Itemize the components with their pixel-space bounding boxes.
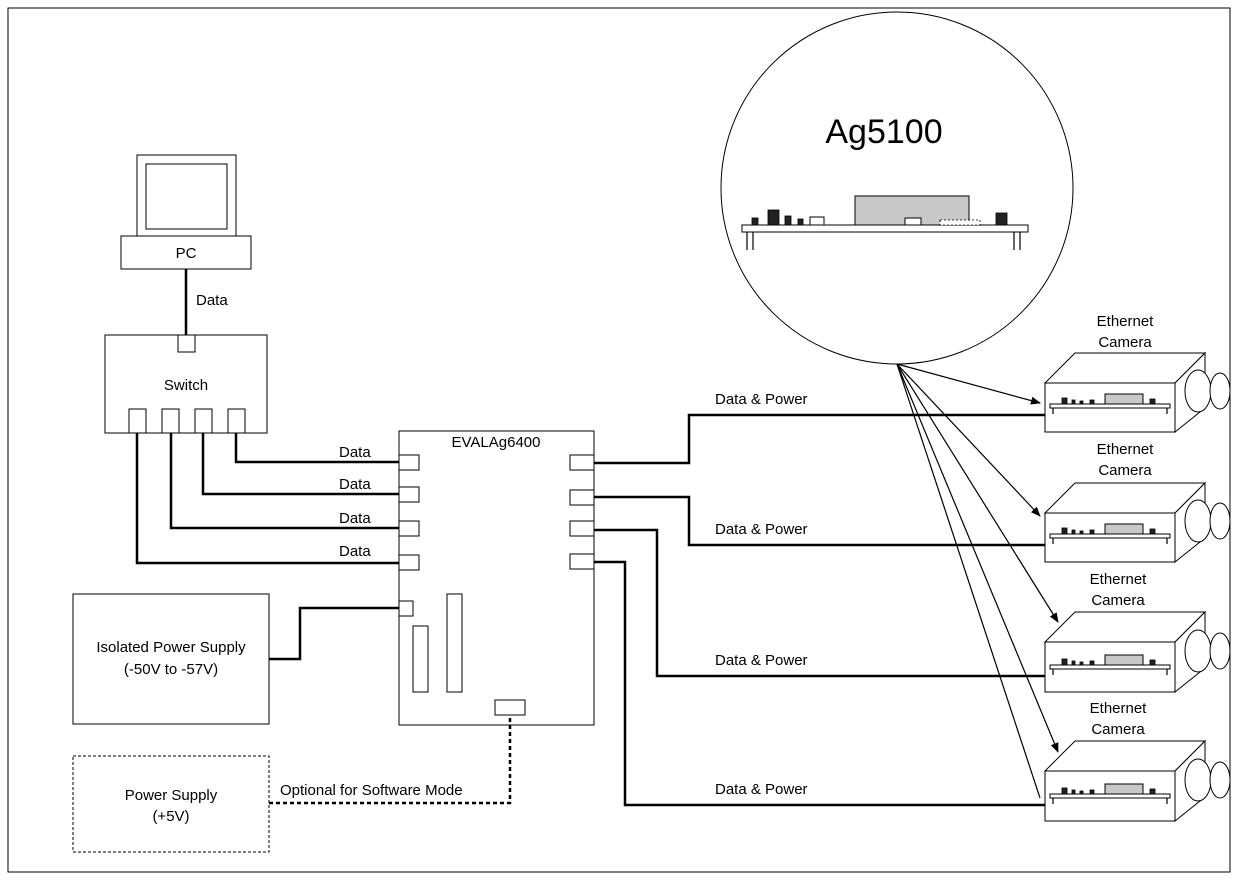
power-supply-box — [72, 755, 270, 853]
callout-arrow-2 — [896, 363, 1041, 517]
switch-label: Switch — [164, 377, 208, 394]
isolated-power-supply-range: (-50V to -57V) — [124, 661, 218, 678]
camera-lens — [1184, 499, 1212, 543]
eval-board-label: EVALAg6400 — [452, 434, 541, 451]
switch-eval-link-3 — [169, 433, 399, 530]
eval-port-left-1 — [398, 454, 420, 471]
power-supply-label: Power Supply — [125, 787, 218, 804]
ethernet-camera: Ethernet Camera — [1043, 571, 1231, 694]
optional-power-link — [269, 715, 512, 805]
eval-camera-link-3 — [594, 528, 1045, 678]
ethernet-camera: Ethernet Camera — [1043, 700, 1231, 823]
eval-port-right-3 — [569, 520, 595, 537]
switch-eval-link-label-1: Data — [339, 444, 371, 461]
callout-arrow-3 — [896, 363, 1059, 623]
isolated-power-supply: Isolated Power Supply (-50V to -57V) — [72, 593, 270, 725]
eval-power-input-port — [398, 600, 414, 617]
switch-eval-link-2 — [201, 433, 399, 496]
ag5100-callout-circle — [720, 11, 1074, 365]
optional-power-link-label: Optional for Software Mode — [280, 782, 463, 799]
switch: Switch — [104, 334, 268, 434]
switch-eval-link-1 — [234, 433, 399, 464]
ag5100-module-callout: Ag5100 — [720, 11, 1074, 365]
camera-label-line2: Camera — [1098, 462, 1152, 479]
eval-board-box — [398, 430, 595, 726]
switch-eval-link-label-3: Data — [339, 510, 371, 527]
eval-camera-link-4 — [594, 560, 1045, 807]
callout-arrow-4 — [896, 363, 1059, 753]
power-supply: Power Supply (+5V) — [72, 755, 270, 853]
pc-screen — [145, 163, 228, 230]
switch-port-4 — [227, 408, 246, 434]
ag5100-board-icon — [741, 195, 1029, 250]
eval-camera-link-2 — [594, 495, 1045, 547]
switch-port-1 — [128, 408, 147, 434]
pc-computer: PC — [120, 154, 252, 270]
eval-port-right-1 — [569, 454, 595, 471]
camera-lens — [1184, 629, 1212, 673]
eval-port-left-3 — [398, 520, 420, 537]
eval-camera-link-label-3: Data & Power — [715, 652, 808, 669]
pc-base — [120, 235, 252, 270]
camera-label-line2: Camera — [1098, 334, 1152, 351]
camera-label-line2: Camera — [1091, 592, 1145, 609]
diagram-border — [7, 7, 1231, 873]
eval-board: EVALAg6400 — [398, 430, 595, 726]
callout-arrow-1 — [896, 363, 1041, 405]
camera-label-line1: Ethernet — [1097, 441, 1155, 458]
switch-eval-link-label-2: Data — [339, 476, 371, 493]
pc-label: PC — [176, 245, 197, 262]
power-supply-voltage: (+5V) — [152, 808, 189, 825]
switch-eval-link-label-4: Data — [339, 543, 371, 560]
callout-arrow-5 — [896, 363, 1041, 799]
camera-label-line2: Camera — [1091, 721, 1145, 738]
eval-header-2 — [446, 593, 463, 693]
switch-port-2 — [161, 408, 180, 434]
eval-camera-link-label-2: Data & Power — [715, 521, 808, 538]
camera-label-line1: Ethernet — [1090, 700, 1148, 717]
eval-aux-power-port — [494, 699, 526, 716]
eval-camera-link-1 — [594, 413, 1045, 465]
eval-camera-link-label-1: Data & Power — [715, 391, 808, 408]
eval-port-left-4 — [398, 554, 420, 571]
isolated-supply-link — [269, 606, 399, 661]
camera-label-line1: Ethernet — [1090, 571, 1148, 588]
pc-switch-link-label: Data — [196, 292, 228, 309]
switch-eval-link-4 — [135, 433, 399, 565]
camera-lens — [1184, 758, 1212, 802]
ethernet-camera: Ethernet Camera — [1043, 313, 1231, 434]
camera-label-line1: Ethernet — [1097, 313, 1155, 330]
eval-camera-link-label-4: Data & Power — [715, 781, 808, 798]
camera-lens — [1184, 369, 1212, 413]
eval-header-1 — [412, 625, 429, 693]
eval-port-right-4 — [569, 553, 595, 570]
isolated-power-supply-label: Isolated Power Supply — [96, 639, 246, 656]
eval-port-right-2 — [569, 489, 595, 506]
switch-uplink-port — [177, 334, 196, 353]
ag5100-label: Ag5100 — [825, 113, 942, 151]
switch-port-3 — [194, 408, 213, 434]
isolated-power-supply-box — [72, 593, 270, 725]
eval-port-left-2 — [398, 486, 420, 503]
ethernet-camera: Ethernet Camera — [1043, 441, 1231, 564]
